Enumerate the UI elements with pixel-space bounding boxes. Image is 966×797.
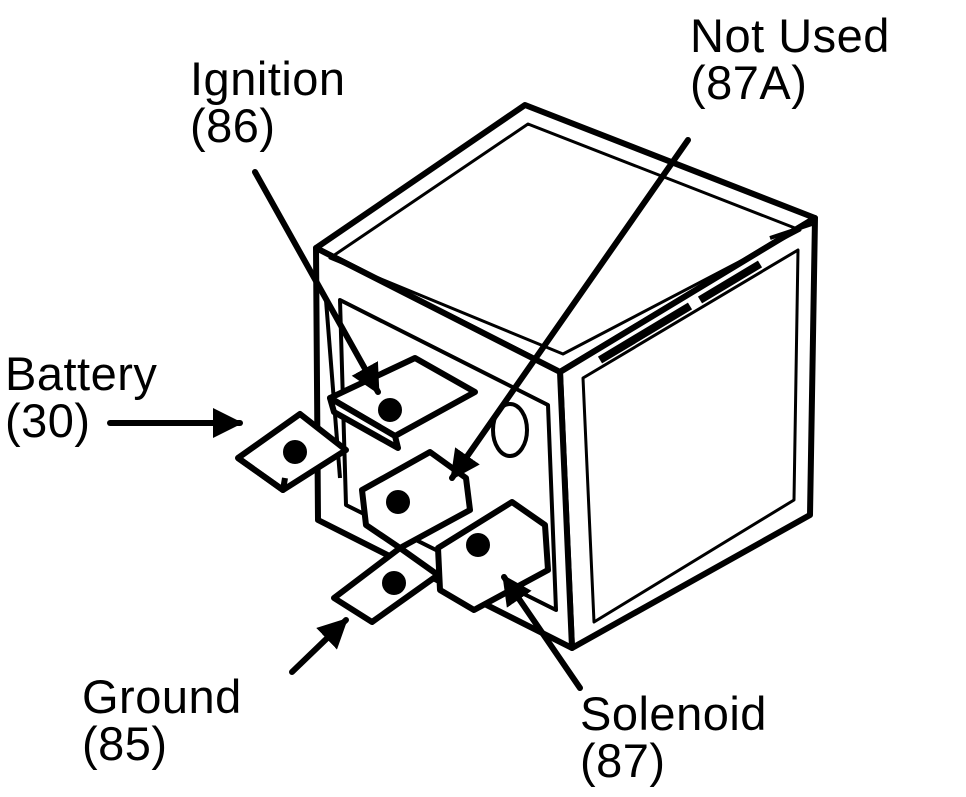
label-solenoid-name: Solenoid <box>580 687 767 740</box>
label-ground-name: Ground <box>82 670 242 723</box>
label-solenoid: Solenoid (87) <box>580 690 767 784</box>
label-not-used: Not Used (87A) <box>690 12 890 106</box>
leader-ignition <box>252 169 381 395</box>
label-ground-code: (85) <box>82 717 168 770</box>
label-ignition-name: Ignition <box>190 52 346 105</box>
label-ground: Ground (85) <box>82 673 242 767</box>
leader-ground <box>289 617 349 675</box>
label-ignition: Ignition (86) <box>190 55 346 149</box>
label-battery-name: Battery <box>5 347 158 400</box>
label-battery-code: (30) <box>5 394 91 447</box>
label-not-used-name: Not Used <box>690 9 890 62</box>
leader-solenoid <box>501 574 583 691</box>
label-solenoid-code: (87) <box>580 734 666 787</box>
label-ignition-code: (86) <box>190 99 276 152</box>
leader-not-used <box>449 137 691 481</box>
terminal-ground <box>331 545 441 625</box>
label-not-used-code: (87A) <box>690 56 808 109</box>
terminal-ignition <box>327 355 478 451</box>
label-battery: Battery (30) <box>5 350 157 444</box>
terminal-battery <box>235 411 349 493</box>
terminal-not-used <box>359 449 473 551</box>
